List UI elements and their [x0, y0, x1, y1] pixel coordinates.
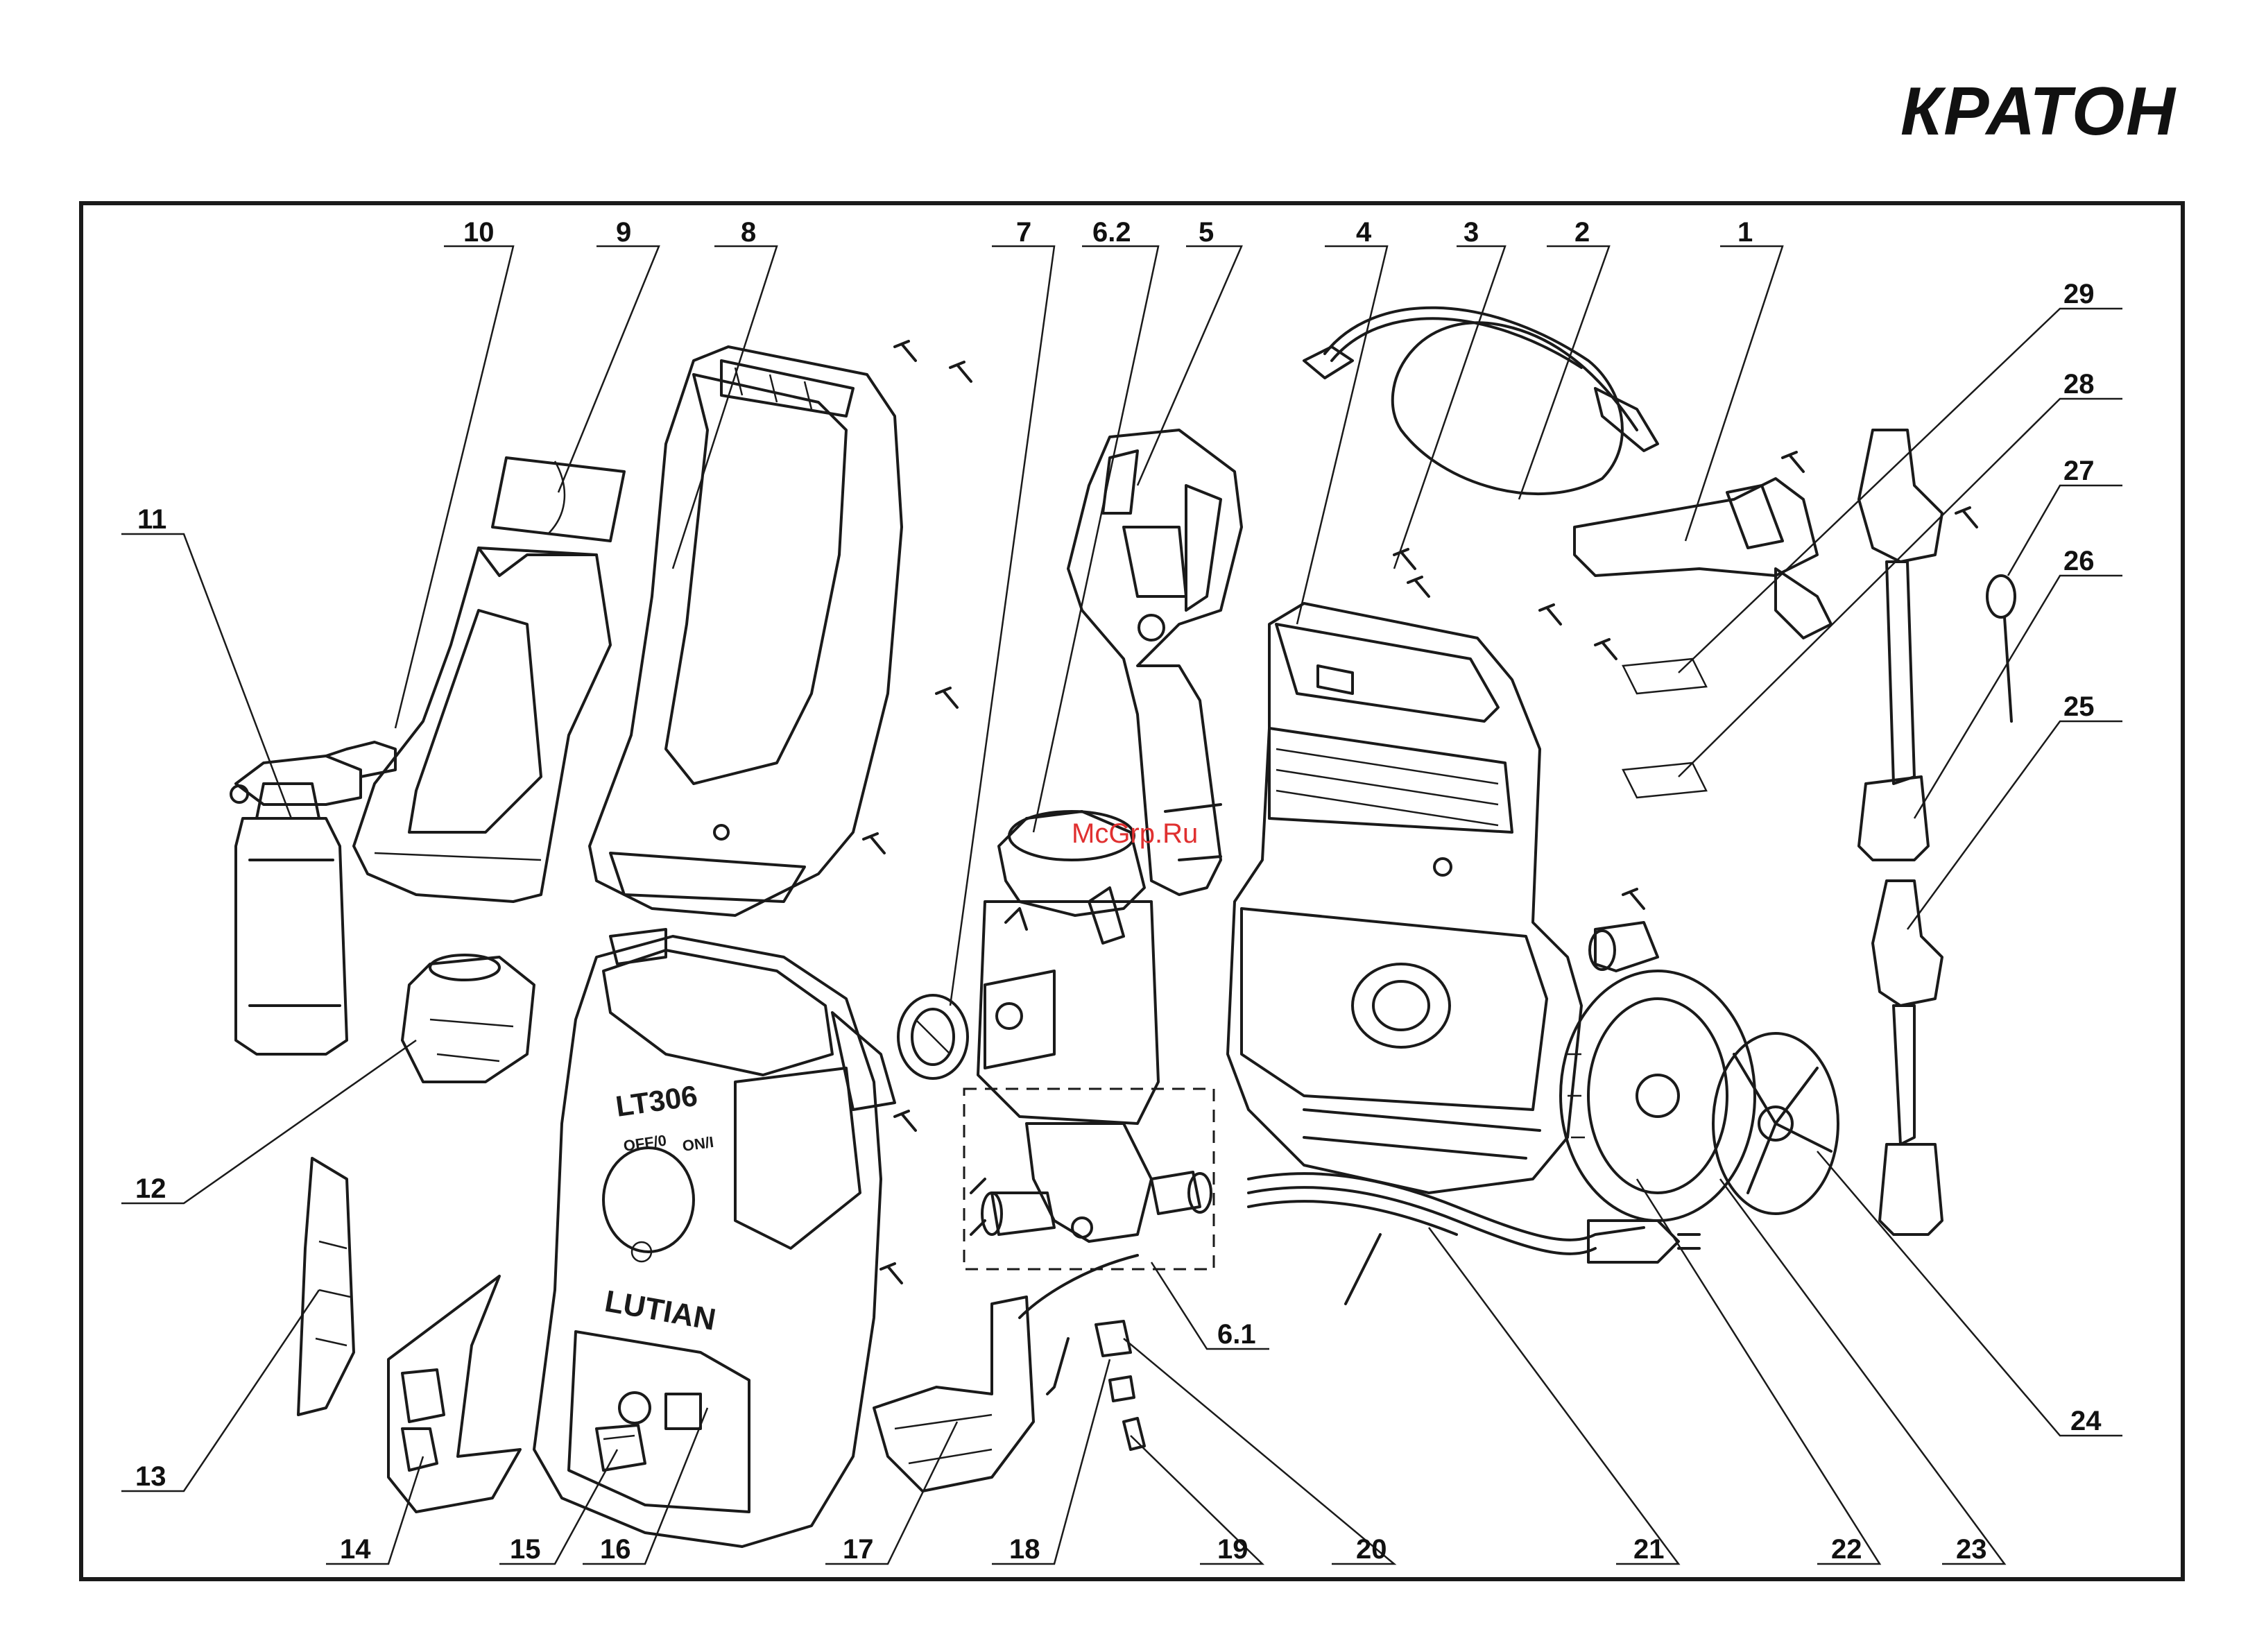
- part-sticker: [492, 458, 624, 541]
- part-foam-bottle: [231, 742, 395, 1054]
- screws-group-top: [864, 341, 971, 1283]
- part-lance-upper: [1859, 430, 1942, 860]
- callout-1: 1: [1737, 217, 1753, 248]
- callout-27: 27: [2063, 456, 2095, 486]
- callout-14: 14: [340, 1534, 371, 1565]
- part-holder-bracket: [402, 955, 534, 1082]
- part-connector: [1590, 922, 1658, 971]
- part-side-panel: [298, 1158, 354, 1415]
- callout-8: 8: [741, 217, 756, 248]
- callout-19: 19: [1217, 1534, 1248, 1565]
- callout-25: 25: [2063, 691, 2095, 722]
- embossed-off: OFF/0: [622, 1132, 667, 1155]
- part-label-sheets: [1623, 659, 1706, 798]
- callout-2: 2: [1574, 217, 1590, 248]
- callout-28: 28: [2063, 369, 2095, 399]
- part-front-cover: [354, 548, 610, 902]
- part-knob: [898, 995, 968, 1078]
- callout-24: 24: [2070, 1406, 2102, 1436]
- callout-23: 23: [1956, 1534, 1987, 1565]
- callout-26: 26: [2063, 546, 2095, 576]
- callout-21: 21: [1633, 1534, 1665, 1565]
- embossed-maker: LUTIAN: [602, 1284, 718, 1337]
- callout-6-1: 6.1: [1217, 1319, 1256, 1350]
- part-main-housing: LT306 OFF/0 ON/I LUTIAN: [534, 929, 895, 1547]
- callout-9: 9: [616, 217, 631, 248]
- callout-11: 11: [137, 504, 166, 535]
- part-hose-holder: [1574, 479, 1831, 638]
- part-hose-guide: [874, 1297, 1033, 1491]
- callout-4: 4: [1356, 217, 1372, 248]
- callout-labels: 10 9 8 7 6.2 5 4 3 2 1 29 28 27 26 25 11…: [135, 217, 2102, 1565]
- callout-18: 18: [1009, 1534, 1040, 1565]
- part-front-trim: [388, 1276, 520, 1512]
- part-wheel: [1561, 971, 1838, 1221]
- callout-3: 3: [1464, 217, 1479, 248]
- part-switch: [596, 1425, 645, 1470]
- embossed-model: LT306: [614, 1079, 700, 1123]
- leader-lines: [121, 246, 2122, 1564]
- part-pump: [964, 1089, 1214, 1269]
- part-motor: [978, 811, 1158, 1124]
- callout-13: 13: [135, 1461, 166, 1492]
- callout-16: 16: [600, 1534, 631, 1565]
- part-pressure-hose: [1304, 308, 1658, 494]
- callout-15: 15: [510, 1534, 541, 1565]
- callout-20: 20: [1356, 1534, 1387, 1565]
- callout-5: 5: [1199, 217, 1214, 248]
- part-terminals: [1047, 1321, 1144, 1449]
- part-cleaning-pin: [1987, 576, 2015, 721]
- watermark-text: McGrp.Ru: [1072, 818, 1198, 849]
- callout-17: 17: [843, 1534, 874, 1565]
- callout-10: 10: [463, 217, 495, 248]
- part-rear-body: [1228, 603, 1581, 1193]
- callout-7: 7: [1016, 217, 1031, 248]
- part-lance-lower: [1873, 881, 1942, 1234]
- callout-22: 22: [1831, 1534, 1862, 1565]
- embossed-on: ON/I: [681, 1133, 714, 1155]
- callout-12: 12: [135, 1173, 166, 1204]
- callout-6-2: 6.2: [1092, 217, 1131, 248]
- part-handle-frame: [590, 347, 902, 915]
- callout-29: 29: [2063, 279, 2095, 309]
